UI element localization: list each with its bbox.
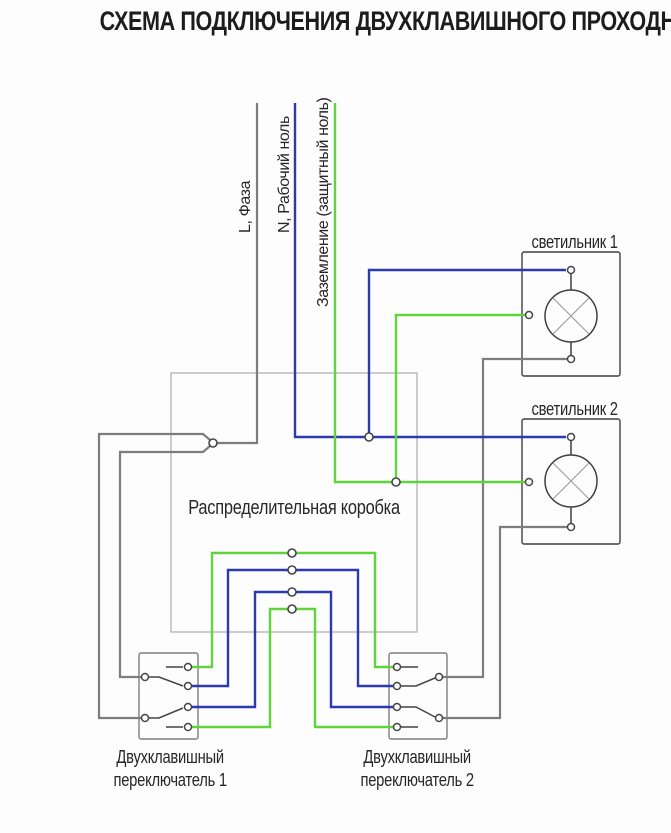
switch-1 (138, 652, 199, 740)
phase-branch-to-switch1-common2 (97, 432, 211, 720)
switch-1-common-1 (140, 672, 150, 682)
lamp-2-label-text: светильник 2 (531, 399, 619, 419)
phase-wiring (97, 103, 567, 720)
earth-junction-dot (391, 477, 401, 487)
switch-2-label: Двухклавишный переключатель 2 (332, 746, 502, 792)
terminals (140, 265, 576, 732)
lamp-2-terminal-bottom (566, 522, 576, 532)
switch-2-terminal-1 (392, 662, 402, 672)
lamp-1-bulb-cross-icon (552, 297, 590, 335)
neutral-branch-to-lamp1 (367, 268, 566, 437)
lamp-1-terminal-left (524, 310, 534, 320)
traveler-green-loop-inner (192, 607, 393, 729)
earth-wire (333, 103, 525, 484)
phase-wire (217, 103, 259, 445)
junction-box-label: Распределительная коробка (164, 497, 424, 520)
lamp-2-terminal-top (566, 432, 576, 442)
traveler-junction-dot-4 (287, 604, 297, 614)
switch-2-lever-top (401, 677, 436, 687)
phase-junction-dot (208, 438, 218, 448)
lamp-2-label: светильник 2 (505, 399, 645, 420)
traveler-junction-dot-1 (287, 548, 297, 558)
switch-mechanisms (149, 666, 436, 728)
switch-2 (388, 652, 448, 740)
lamp-1-terminal-top (566, 265, 576, 275)
neutral-wire-label: N, Рабочий ноль (276, 116, 293, 233)
switch-1-lever-bottom (149, 707, 184, 719)
lamp-1-terminal-bottom (566, 354, 576, 364)
switch-2-lever-bottom (401, 706, 436, 718)
neutral-junction-dot (364, 432, 374, 442)
earth-branch-to-lamp1 (394, 313, 525, 482)
lamp-1-label: светильник 1 (505, 232, 645, 253)
phase-wire-label: L, Фаза (237, 180, 254, 233)
switch-1-terminal-1 (183, 662, 193, 672)
switch-2-common-2 (434, 713, 444, 723)
lamp1-return-wire (443, 357, 567, 679)
switch-1-terminal-4 (183, 722, 193, 732)
switch-2-contact-stubs (401, 666, 418, 728)
earth-wire-label: Заземление (защитный ноль) (315, 97, 332, 307)
switch-1-label-text: Двухклавишный переключатель 1 (113, 747, 227, 790)
switch-2-label-text: Двухклавишный переключатель 2 (360, 747, 474, 790)
traveler-junction-dot-2 (287, 565, 297, 575)
lamp-2-bulb-cross-icon (552, 462, 590, 500)
page-title: СХЕМА ПОДКЛЮЧЕНИЯ ДВУХКЛАВИШНОГО ПРОХОДН… (0, 6, 671, 37)
switch-1-terminal-2 (183, 681, 193, 691)
switch-1-contact-stubs (166, 666, 183, 728)
lamp-1-label-text: светильник 1 (531, 232, 619, 252)
traveler-junction-dot-3 (287, 587, 297, 597)
switch-1-common-2 (140, 713, 150, 723)
switch-1-terminal-3 (183, 702, 193, 712)
switch-2-outline (388, 652, 448, 740)
page-title-text: СХЕМА ПОДКЛЮЧЕНИЯ ДВУХКЛАВИШНОГО ПРОХОДН… (99, 6, 671, 36)
lamp2-return-wire (443, 525, 567, 720)
junction-box-label-text: Распределительная коробка (188, 497, 400, 519)
switch-2-terminal-3 (392, 702, 402, 712)
switch-2-common-1 (434, 672, 444, 682)
switch-1-outline (138, 652, 199, 740)
switch-2-terminal-4 (392, 722, 402, 732)
lamp-2-terminal-left (524, 477, 534, 487)
phase-branch-to-switch1-common1 (118, 445, 211, 679)
switch-1-label: Двухклавишный переключатель 1 (85, 746, 255, 792)
switch-2-terminal-2 (392, 681, 402, 691)
junction-dots (208, 432, 401, 614)
neutral-wire (293, 103, 566, 439)
switch-1-lever-top (149, 676, 184, 687)
